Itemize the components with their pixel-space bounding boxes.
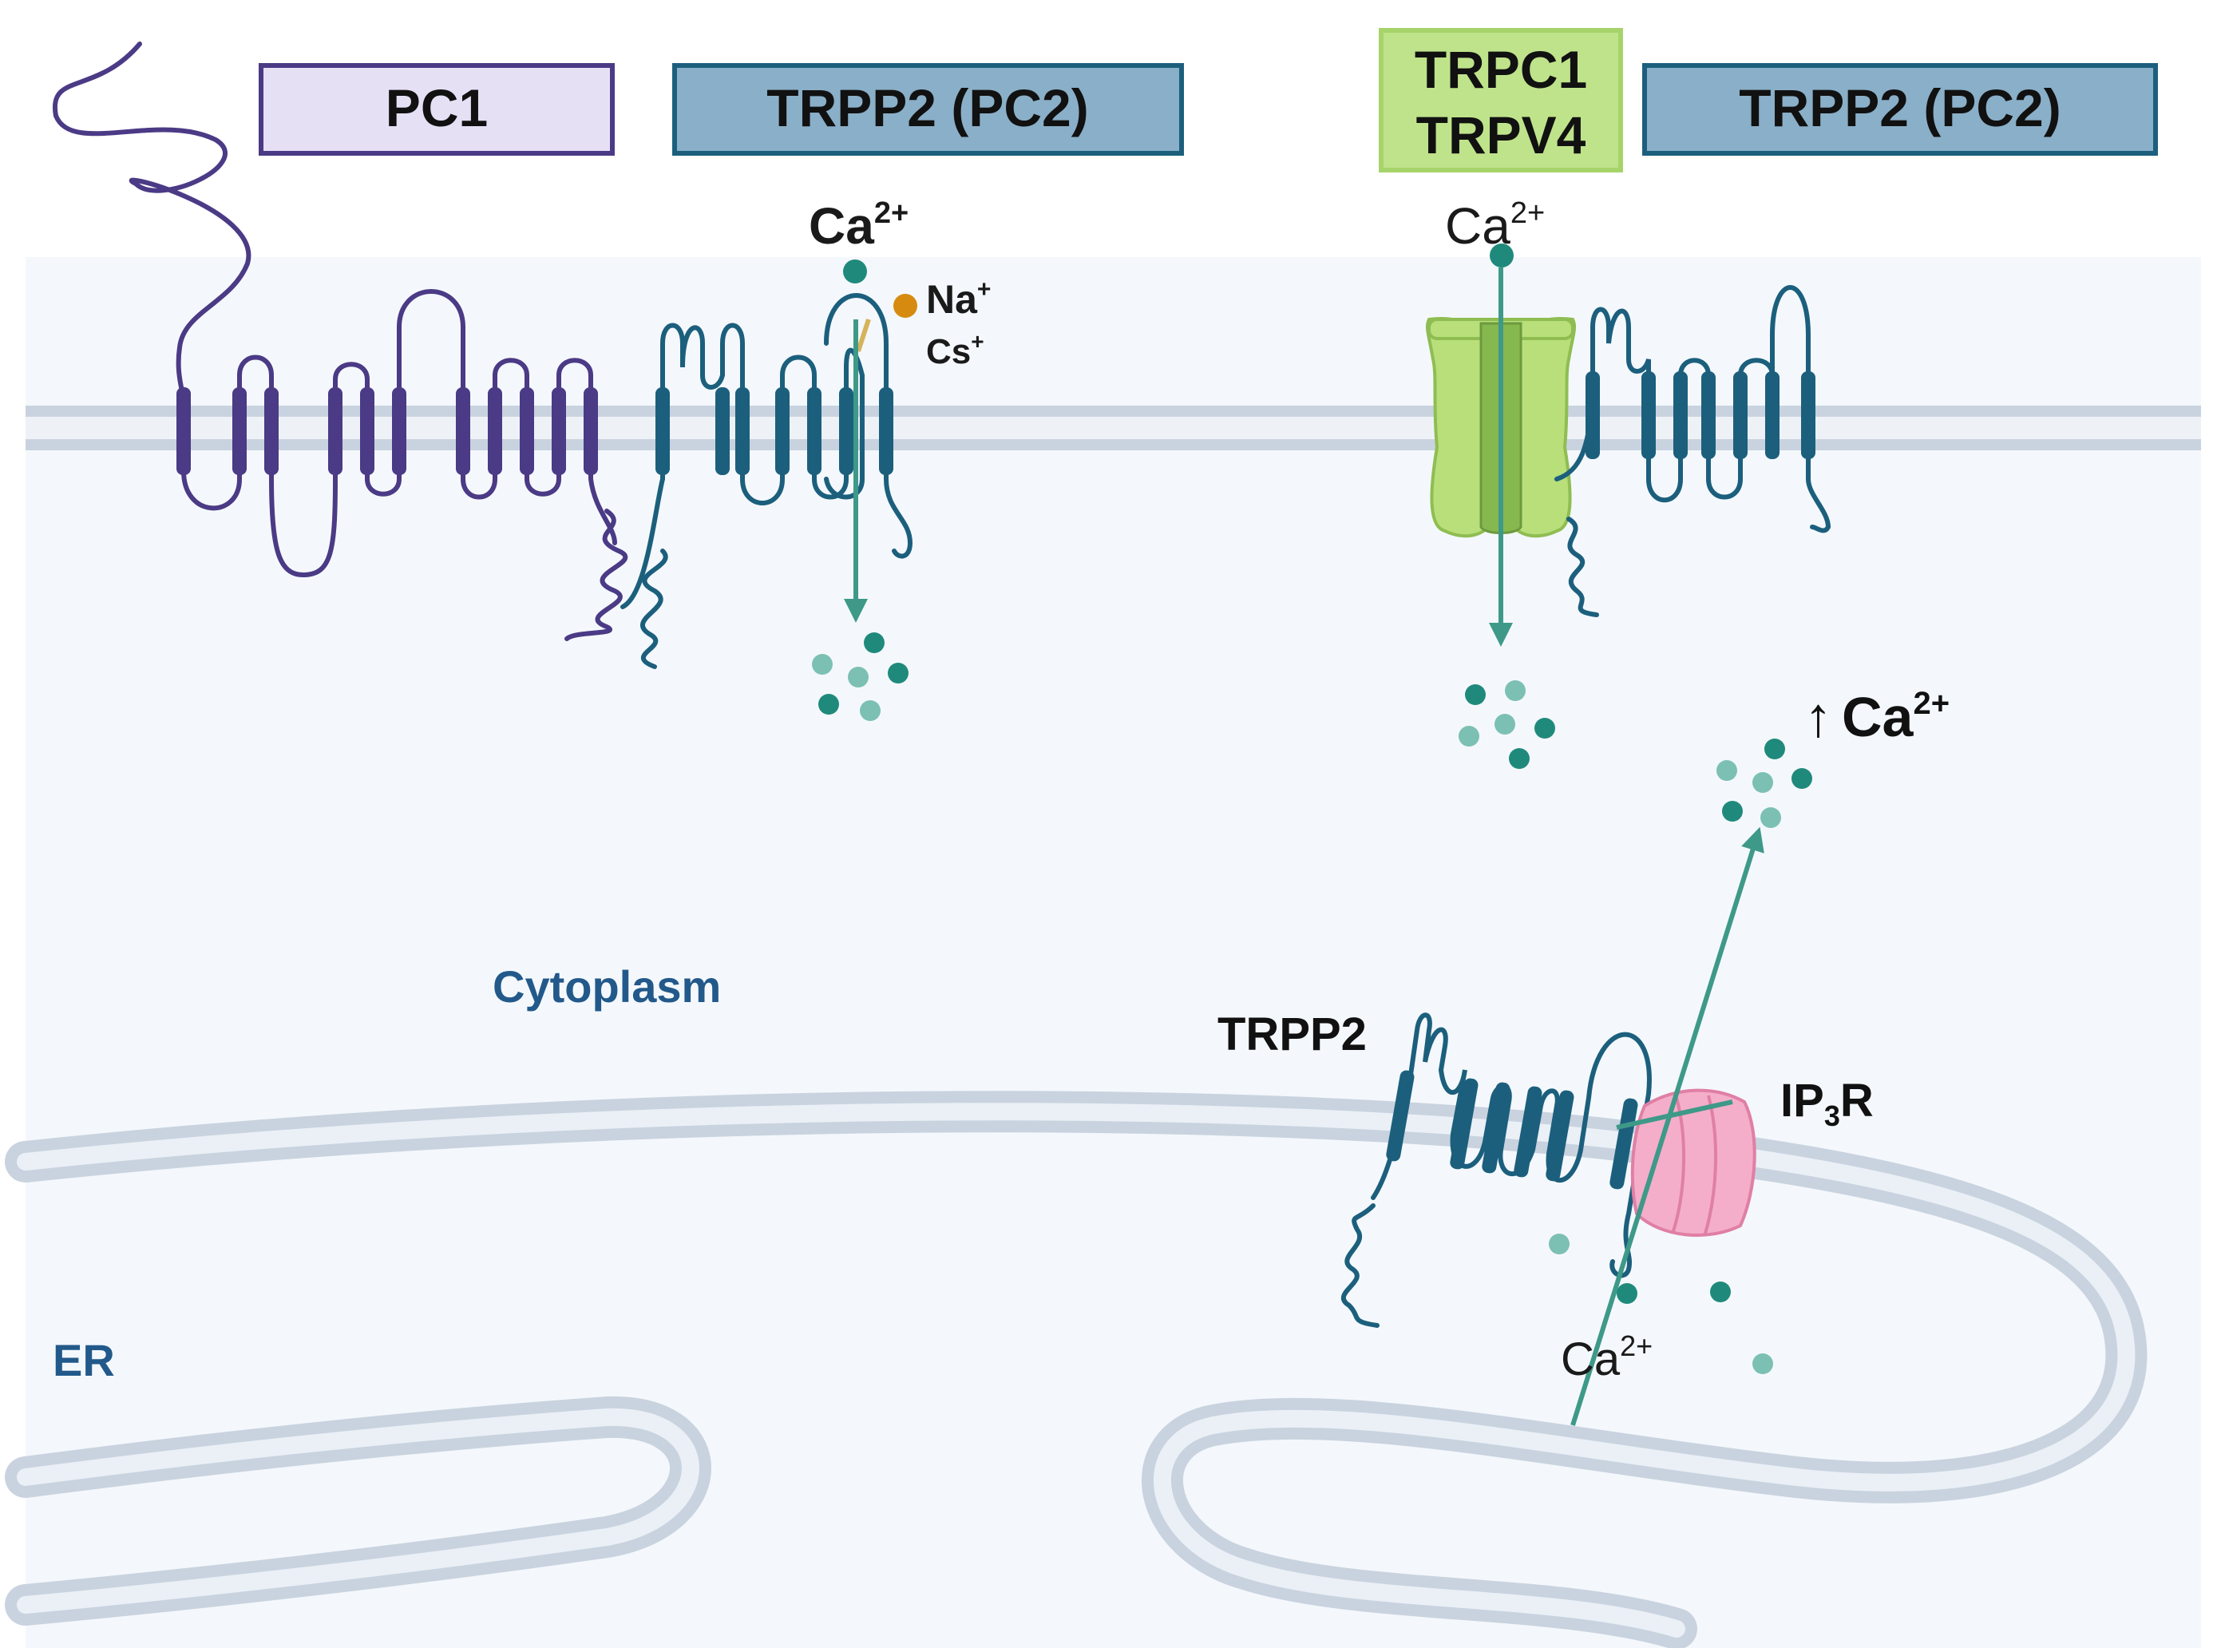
er-membrane — [5, 1091, 2148, 1650]
ca-label-trpc: Ca2+ — [1445, 196, 1545, 255]
trpp2-right-label-box: TRPP2 (PC2) — [1642, 63, 2158, 156]
cs-label: Cs+ — [926, 329, 984, 371]
trpv4-label: TRPV4 — [1416, 105, 1586, 164]
ca-ion — [864, 632, 885, 653]
ca-ion — [1617, 1283, 1637, 1304]
trpc1-label: TRPC1 — [1415, 40, 1587, 99]
ca-ion — [1505, 680, 1526, 701]
pc1-tm-helices — [176, 387, 598, 475]
cytoplasm-label: Cytoplasm — [493, 961, 721, 1012]
na-label: Na+ — [926, 276, 991, 322]
ca-ion — [1509, 748, 1530, 769]
ca-ion — [1494, 714, 1515, 735]
plasma-membrane — [26, 406, 2201, 450]
ip3r-binding-line — [1616, 1099, 1733, 1130]
ca-ions-released — [1716, 739, 1812, 828]
ca-ions-er — [1549, 1234, 1773, 1374]
ca-ion — [843, 259, 867, 283]
ca-ion — [1459, 726, 1479, 747]
ca-ions-trpc — [1459, 244, 1555, 769]
trpc-label-box: TRPC1 TRPV4 — [1379, 28, 1623, 172]
ca-ion — [1710, 1282, 1731, 1302]
trpp2-left-label-box: TRPP2 (PC2) — [672, 63, 1184, 156]
trpp2-right-tm-helices — [1586, 371, 1815, 459]
ca-ion — [888, 663, 909, 683]
ca-ion — [860, 700, 881, 721]
ca-ion — [1722, 801, 1743, 822]
ca-ion — [812, 654, 833, 675]
pc1-label-box: PC1 — [259, 63, 615, 156]
pc1-protein — [52, 42, 628, 641]
ca-label-main: Ca2+ — [809, 196, 909, 255]
ca-ion — [848, 667, 869, 687]
ca-ion — [1752, 772, 1773, 793]
ca-ion — [1764, 739, 1785, 759]
ip3r-label: IP3R — [1780, 1075, 1874, 1132]
ca-ion — [1490, 244, 1514, 267]
ca-ion — [1716, 760, 1737, 781]
na-permeation-line — [856, 319, 871, 352]
ca-ion — [1791, 768, 1812, 789]
ca-ion — [1465, 684, 1486, 705]
ca-ions-left — [812, 259, 909, 721]
trpp2-er-protein — [1340, 1012, 1652, 1328]
er-label: ER — [53, 1335, 115, 1385]
trpp2-left-label: TRPP2 (PC2) — [766, 78, 1088, 137]
trpp2-left-tm-helices — [655, 387, 893, 475]
trpp2-er-tm-helices — [1386, 1070, 1638, 1190]
trpp2-right-label: TRPP2 (PC2) — [1739, 78, 2061, 137]
ca-label-er: Ca2+ — [1561, 1329, 1653, 1385]
ca-ion — [1752, 1353, 1773, 1374]
trpp2-er-label: TRPP2 — [1217, 1008, 1367, 1060]
ca-up-label: ↑Ca2+ — [1804, 686, 1950, 748]
pc1-label: PC1 — [386, 78, 488, 137]
trpp2-right-protein — [1554, 285, 1831, 617]
ip3r-channel — [1630, 1088, 1756, 1237]
ca-ion — [818, 694, 839, 715]
ca-ion — [1549, 1234, 1570, 1254]
ca-ion — [1760, 807, 1781, 828]
ca-release-arrow — [1570, 826, 1764, 1426]
ca-ion — [1534, 718, 1555, 739]
na-ion — [893, 294, 917, 318]
